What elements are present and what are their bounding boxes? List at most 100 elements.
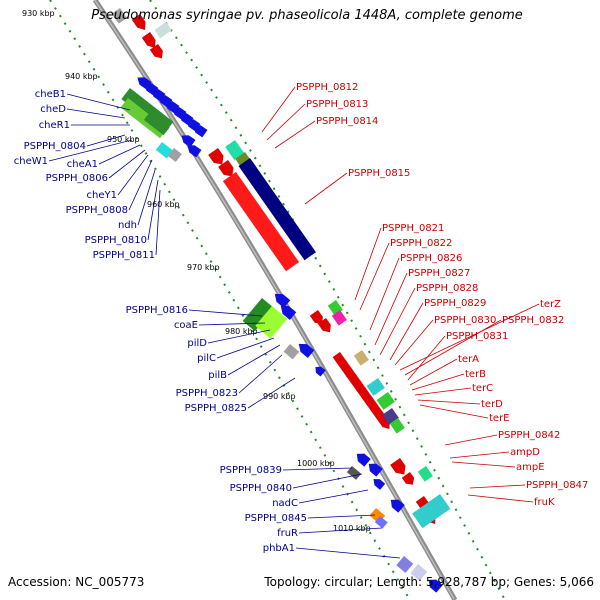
leader-line [216,337,275,359]
gene-label-chew1: cheW1 [14,156,48,167]
leader-line [247,377,296,409]
leader-line [274,120,316,149]
leader-line [188,309,263,317]
gene-arrow [356,453,371,467]
leader-line [298,489,369,504]
gene-label-ampe: ampE [516,462,545,473]
gene-arrow [373,479,386,490]
leader-line [98,144,141,165]
gene-block [331,310,347,326]
tick-label: 990 kbp [263,392,296,401]
gene-label-pspph_0821: PSPPH_0821 [382,223,444,234]
gene-arrow [274,293,291,308]
gene-label-ched: cheD [40,104,66,115]
gene-label-chea1: cheA1 [67,159,98,170]
gene-label-pilb: pilB [208,370,227,381]
gene-label-pild: pilD [187,338,207,349]
leader-line [282,467,353,471]
gene-block [154,22,172,39]
gene-arrow [193,125,208,138]
tick-label: 950 kbp [107,135,140,144]
leader-line [419,404,489,419]
gene-label-pspph_0840: PSPPH_0840 [230,483,292,494]
leader-line [227,344,281,376]
leader-line [295,547,401,559]
gene-block [376,392,395,410]
tick-label: 970 kbp [187,263,220,272]
gene-label-pspph_0842: PSPPH_0842 [498,430,560,441]
gene-label-pspph_0823: PSPPH_0823 [176,388,238,399]
gene-block [242,298,275,332]
tick-label: 980 kbp [225,327,258,336]
leader-line [414,387,472,396]
gene-label-cheb1: cheB1 [35,89,66,100]
gene-label-pilc: pilC [197,353,216,364]
leader-line [379,287,416,356]
tick-label: 1000 kbp [297,459,335,468]
gene-label-pspph_0839: PSPPH_0839 [220,465,282,476]
gene-label-pspph_0808: PSPPH_0808 [66,205,128,216]
gene-block [346,465,362,480]
gene-block [143,111,170,136]
leader-line [411,373,465,391]
leader-line [467,494,534,503]
gene-label-pspph_0822: PSPPH_0822 [390,238,452,249]
gene-label-pspph_0847: PSPPH_0847 [526,480,588,491]
tick-label: 930 kbp [22,9,55,18]
gene-label-pspph_0825: PSPPH_0825 [185,403,247,414]
gene-label-pspph_0829: PSPPH_0829 [424,298,486,309]
gene-label-terd: terD [481,399,503,410]
leader-line [409,358,458,386]
gene-block [225,139,245,160]
gene-label-terz: terZ [540,299,561,310]
gene-label-nadc: nadC [272,498,298,509]
leader-line [359,242,390,311]
gene-label-pspph_0830: PSPPH_0830 [434,315,496,326]
gene-label-chey1: cheY1 [87,190,117,201]
gene-arrow [317,318,331,333]
gene-label-ampd: ampD [510,447,540,458]
leader-line [147,179,159,241]
gene-block [353,350,369,366]
gene-label-terb: terB [465,369,486,380]
leader-line [307,514,376,519]
gene-label-pspph_0827: PSPPH_0827 [408,268,470,279]
gene-block [412,493,451,529]
leader-line [66,93,131,111]
leader-line [266,103,306,141]
gene-block [374,516,388,529]
gene-label-fruk: fruK [534,497,555,508]
gene-arrow [218,160,234,177]
gene-arrow [149,44,163,59]
gene-arrow [141,32,156,48]
gene-block [366,378,385,396]
leader-line [207,329,271,344]
gene-label-tera: terA [458,354,479,365]
gene-arrow [390,499,405,513]
leader-line [238,354,283,394]
gene-label-coae: coaE [174,320,198,331]
gene-label-pspph_0806: PSPPH_0806 [46,173,108,184]
tick-label: 940 kbp [65,72,98,81]
leader-line [389,302,424,361]
gene-arrow [181,135,196,148]
gene-label-pspph_0813: PSPPH_0813 [306,99,368,110]
genome-title: Pseudomonas syringae pv. phaseolicola 14… [91,8,523,23]
leader-line [469,484,526,489]
leader-line [449,451,510,459]
gene-block [396,556,414,573]
leader-line [399,303,540,371]
leader-line [86,134,126,147]
gene-label-pspph_0826: PSPPH_0826 [400,253,462,264]
gene-arrow [390,458,406,475]
gene-arrow [401,472,415,485]
leader-line [304,172,348,205]
gene-arrow [309,310,323,325]
gene-label-ndh: ndh [118,220,137,231]
leader-line [155,189,161,256]
gene-block [417,466,433,482]
gene-label-pspph_0804: PSPPH_0804 [24,141,86,152]
gene-label-cher1: cheR1 [39,120,70,131]
gene-block [238,157,316,261]
